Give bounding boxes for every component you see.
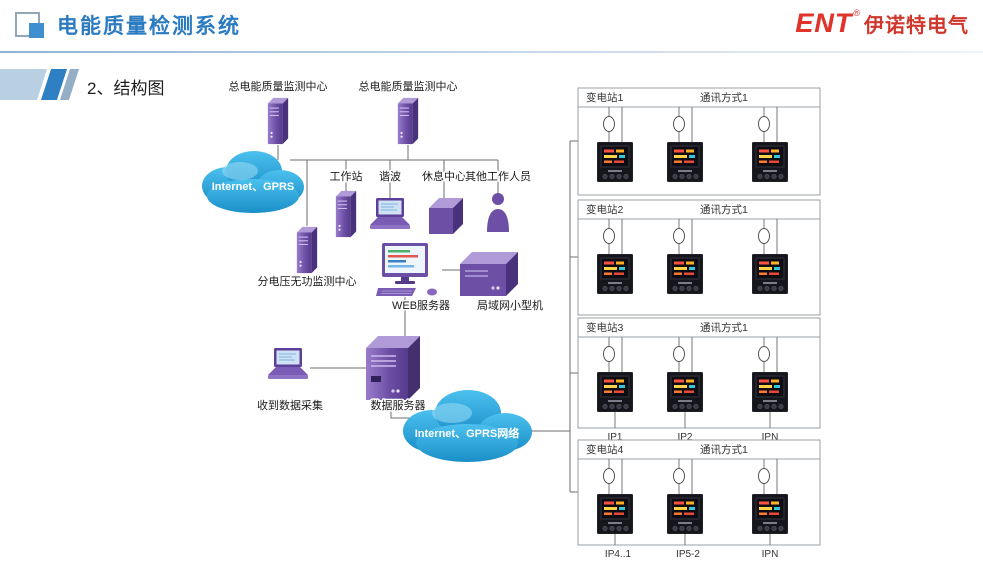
sub-voltage-center-label: 分电压无功监测中心 bbox=[258, 275, 357, 288]
power-meter-icon bbox=[597, 372, 633, 412]
comm-method-label: 通讯方式1 bbox=[700, 321, 748, 334]
ct-sensor-icon bbox=[758, 116, 770, 132]
power-meter-icon bbox=[752, 254, 788, 294]
power-meter-icon bbox=[752, 494, 788, 534]
web-server-label: WEB服务器 bbox=[392, 299, 450, 312]
ct-sensor-icon bbox=[758, 228, 770, 244]
substation-title: 变电站4 bbox=[586, 443, 623, 456]
ct-sensor-icon bbox=[603, 468, 615, 484]
comm-method-label: 通讯方式1 bbox=[700, 443, 748, 456]
data-server-icon bbox=[366, 336, 420, 400]
substation-box bbox=[577, 439, 821, 546]
internet-gprs-cloud-icon: Internet、GPRS bbox=[202, 151, 304, 213]
cloud-top-label: Internet、GPRS bbox=[212, 181, 295, 193]
staff-person-icon bbox=[487, 193, 509, 232]
substation-title: 变电站1 bbox=[586, 91, 623, 104]
lan-minicomputer-icon bbox=[460, 252, 518, 296]
substation-title: 变电站3 bbox=[586, 321, 623, 334]
substation-box bbox=[577, 199, 821, 316]
lan-mini-label: 局域网小型机 bbox=[477, 298, 543, 312]
ip-label: IP1 bbox=[607, 432, 622, 443]
power-meter-icon bbox=[597, 254, 633, 294]
workstation-tower-icon bbox=[335, 190, 357, 238]
square-fill-icon bbox=[29, 23, 44, 38]
brand-ent-logo: ENT bbox=[795, 8, 853, 38]
ip-label: IP4..1 bbox=[605, 549, 632, 560]
comm-method-label: 通讯方式1 bbox=[700, 91, 748, 104]
monitoring-center-server-1-icon bbox=[267, 97, 289, 145]
data-collect-laptop-icon bbox=[267, 348, 309, 380]
brand-logo: ENT ® 伊诺特电气 bbox=[795, 8, 969, 39]
page-title: 电能质量检测系统 bbox=[57, 15, 241, 38]
power-meter-icon bbox=[667, 494, 703, 534]
power-meter-icon bbox=[597, 494, 633, 534]
power-meter-icon bbox=[667, 254, 703, 294]
header: 电能质量检测系统 ENT ® 伊诺特电气 bbox=[0, 0, 983, 52]
ip-label: IP2 bbox=[677, 432, 692, 443]
power-meter-icon bbox=[752, 142, 788, 182]
workstation-label: 工作站 bbox=[330, 169, 363, 183]
substation-group-2: 变电站2 通讯方式1 bbox=[577, 199, 821, 316]
header-squares-icon bbox=[10, 5, 48, 45]
harmonic-label: 谐波 bbox=[379, 169, 401, 183]
data-collect-label: 收到数据采集 bbox=[257, 398, 323, 412]
power-meter-icon bbox=[667, 142, 703, 182]
ct-sensor-icon bbox=[758, 346, 770, 362]
power-meter-icon bbox=[597, 142, 633, 182]
data-server-label: 数据服务器 bbox=[371, 398, 426, 412]
ct-sensor-icon bbox=[673, 116, 685, 132]
rest-center-label: 休息中心 bbox=[422, 169, 466, 183]
harmonic-laptop-icon bbox=[369, 198, 411, 230]
internet-gprs-network-cloud-icon: Internet、GPRS网络 bbox=[403, 390, 532, 462]
ct-sensor-icon bbox=[673, 228, 685, 244]
ct-sensor-icon bbox=[603, 116, 615, 132]
sub-voltage-server-icon bbox=[296, 226, 318, 274]
ip-label: IP5-2 bbox=[676, 549, 700, 560]
substation-group-3: 变电站3 通讯方式1 IP1 IP2 IPN bbox=[577, 317, 821, 443]
connector-lines bbox=[277, 140, 578, 493]
ct-sensor-icon bbox=[673, 468, 685, 484]
header-divider bbox=[0, 51, 983, 53]
ct-sensor-icon bbox=[603, 346, 615, 362]
substation-group-1: 变电站1 通讯方式1 bbox=[577, 87, 821, 196]
comm-method-label: 通讯方式1 bbox=[700, 203, 748, 216]
power-meter-icon bbox=[667, 372, 703, 412]
meter-leads bbox=[608, 219, 778, 254]
other-staff-label: 其他工作人员 bbox=[465, 170, 531, 183]
substation-box bbox=[577, 317, 821, 429]
substation-box bbox=[577, 87, 821, 196]
section-title: 2、结构图 bbox=[87, 79, 165, 98]
monitor-center-2-label: 总电能质量监测中心 bbox=[359, 79, 458, 93]
brand-company-name: 伊诺特电气 bbox=[864, 15, 969, 37]
monitor-center-1-label: 总电能质量监测中心 bbox=[229, 79, 328, 93]
substation-group-4: 变电站4 通讯方式1 IP4..1 IP5-2 IPN bbox=[577, 439, 821, 560]
cloud-bottom-label: Internet、GPRS网络 bbox=[415, 426, 520, 440]
ip-label: IPN bbox=[762, 549, 779, 560]
rest-center-cube-icon bbox=[429, 198, 463, 234]
ct-sensor-icon bbox=[758, 468, 770, 484]
ct-sensor-icon bbox=[603, 228, 615, 244]
power-meter-icon bbox=[752, 372, 788, 412]
web-server-computer-icon bbox=[376, 243, 438, 297]
substation-title: 变电站2 bbox=[586, 203, 623, 216]
meter-leads bbox=[608, 107, 778, 142]
ct-sensor-icon bbox=[673, 346, 685, 362]
ip-label: IPN bbox=[762, 432, 779, 443]
monitoring-center-server-2-icon bbox=[397, 97, 419, 145]
registered-mark-icon: ® bbox=[853, 8, 860, 18]
